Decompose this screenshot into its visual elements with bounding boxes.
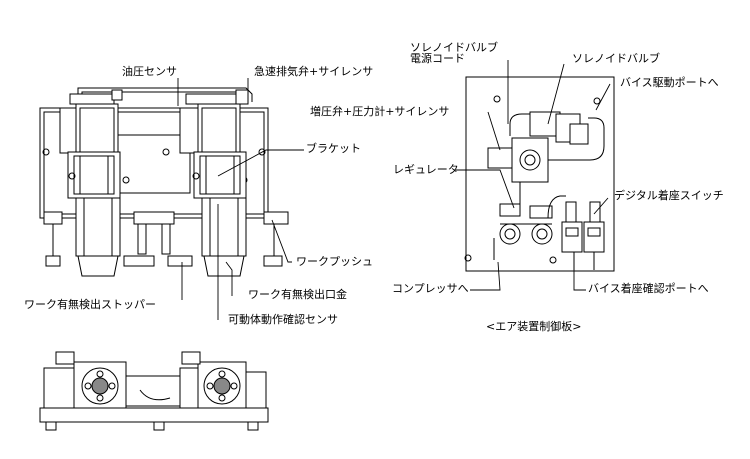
label-work-detect-stopper: ワーク有無検出ストッパー <box>24 298 156 311</box>
leader-lines <box>177 60 611 320</box>
label-solenoid-cord-line2: 電源コード <box>410 52 465 65</box>
vise-top-view <box>39 351 269 431</box>
label-regulator: レギュレータ <box>393 163 459 176</box>
air-control-panel <box>464 76 615 272</box>
label-quick-exhaust-valve: 急速排気弁+サイレンサ <box>254 65 374 78</box>
label-to-compressor: コンプレッサへ <box>392 282 469 295</box>
label-work-detect-outlet: ワーク有無検出口金 <box>248 288 347 301</box>
label-vise-seat-port: バイス着座確認ポートへ <box>588 282 709 295</box>
label-digital-seat-switch: デジタル着座スイッチ <box>614 189 724 202</box>
label-solenoid-valve: ソレノイドバルブ <box>572 52 660 65</box>
label-vise-drive-port: バイス駆動ポートへ <box>620 76 719 89</box>
label-bracket: ブラケット <box>306 142 361 155</box>
label-booster-valve: 増圧弁+圧力計+サイレンサ <box>310 105 450 118</box>
label-movable-body-sensor: 可動体動作確認センサ <box>228 313 338 326</box>
label-air-panel-caption: <エア装置制御板> <box>486 320 582 333</box>
vise-front-view <box>39 87 289 277</box>
label-solenoid-cord-line1: ソレノイドバルブ <box>410 41 498 54</box>
label-oil-pressure-sensor: 油圧センサ <box>122 65 177 78</box>
label-work-push: ワークプッシュ <box>296 255 373 268</box>
